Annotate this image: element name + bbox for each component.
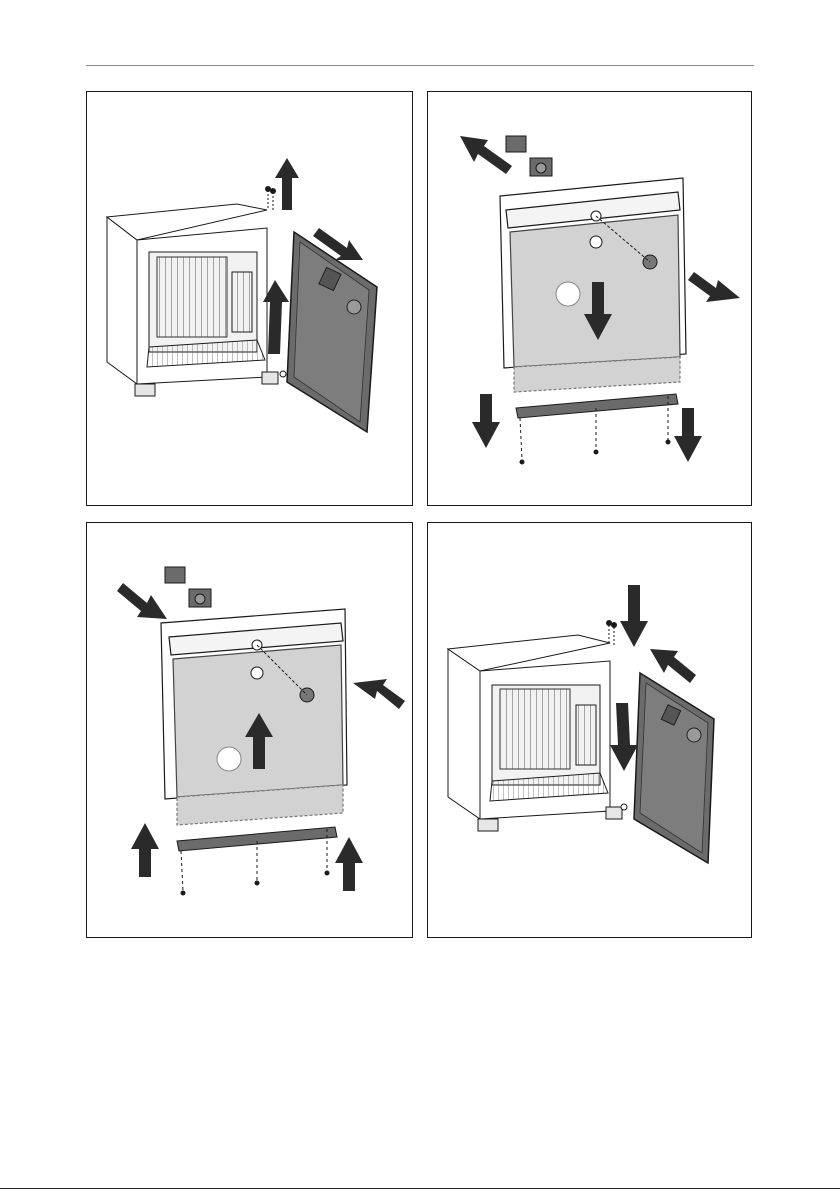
illustration-panel-remove-front bbox=[427, 91, 752, 506]
illustration-panel-remove-door bbox=[86, 91, 413, 506]
fridge-door bbox=[634, 673, 714, 863]
hinge-block bbox=[506, 136, 552, 176]
callout-circle bbox=[556, 282, 580, 306]
front-panel-refit-drawing bbox=[87, 523, 413, 938]
fridge-door-refit-drawing bbox=[428, 523, 752, 938]
fridge-cabinet bbox=[448, 635, 622, 831]
up-arrow-icon bbox=[275, 158, 299, 210]
front-panel-removal-drawing bbox=[428, 92, 752, 506]
down-arrow-icon bbox=[674, 408, 702, 462]
fridge-door bbox=[287, 232, 377, 432]
diagonal-arrow-icon bbox=[650, 649, 696, 683]
header-rule bbox=[86, 65, 754, 66]
hinge-block bbox=[165, 567, 211, 607]
fridge-cabinet bbox=[107, 204, 278, 396]
fridge-door-removal-drawing bbox=[87, 92, 413, 506]
diagonal-arrow-icon bbox=[353, 679, 405, 709]
diagonal-arrow-icon bbox=[688, 272, 740, 302]
up-arrow-icon bbox=[335, 837, 363, 891]
footer-rule bbox=[0, 1188, 840, 1189]
diagonal-arrow-icon bbox=[117, 583, 167, 619]
down-arrow-icon bbox=[472, 394, 500, 448]
cover-strip bbox=[516, 394, 678, 418]
diagonal-arrow-icon bbox=[460, 136, 512, 174]
illustration-panel-refit-front bbox=[86, 522, 413, 938]
down-arrow-icon bbox=[610, 703, 638, 771]
illustration-panel-refit-door bbox=[427, 522, 752, 938]
up-arrow-icon bbox=[131, 823, 159, 877]
callout-circle bbox=[217, 747, 241, 771]
down-arrow-icon bbox=[620, 585, 648, 647]
